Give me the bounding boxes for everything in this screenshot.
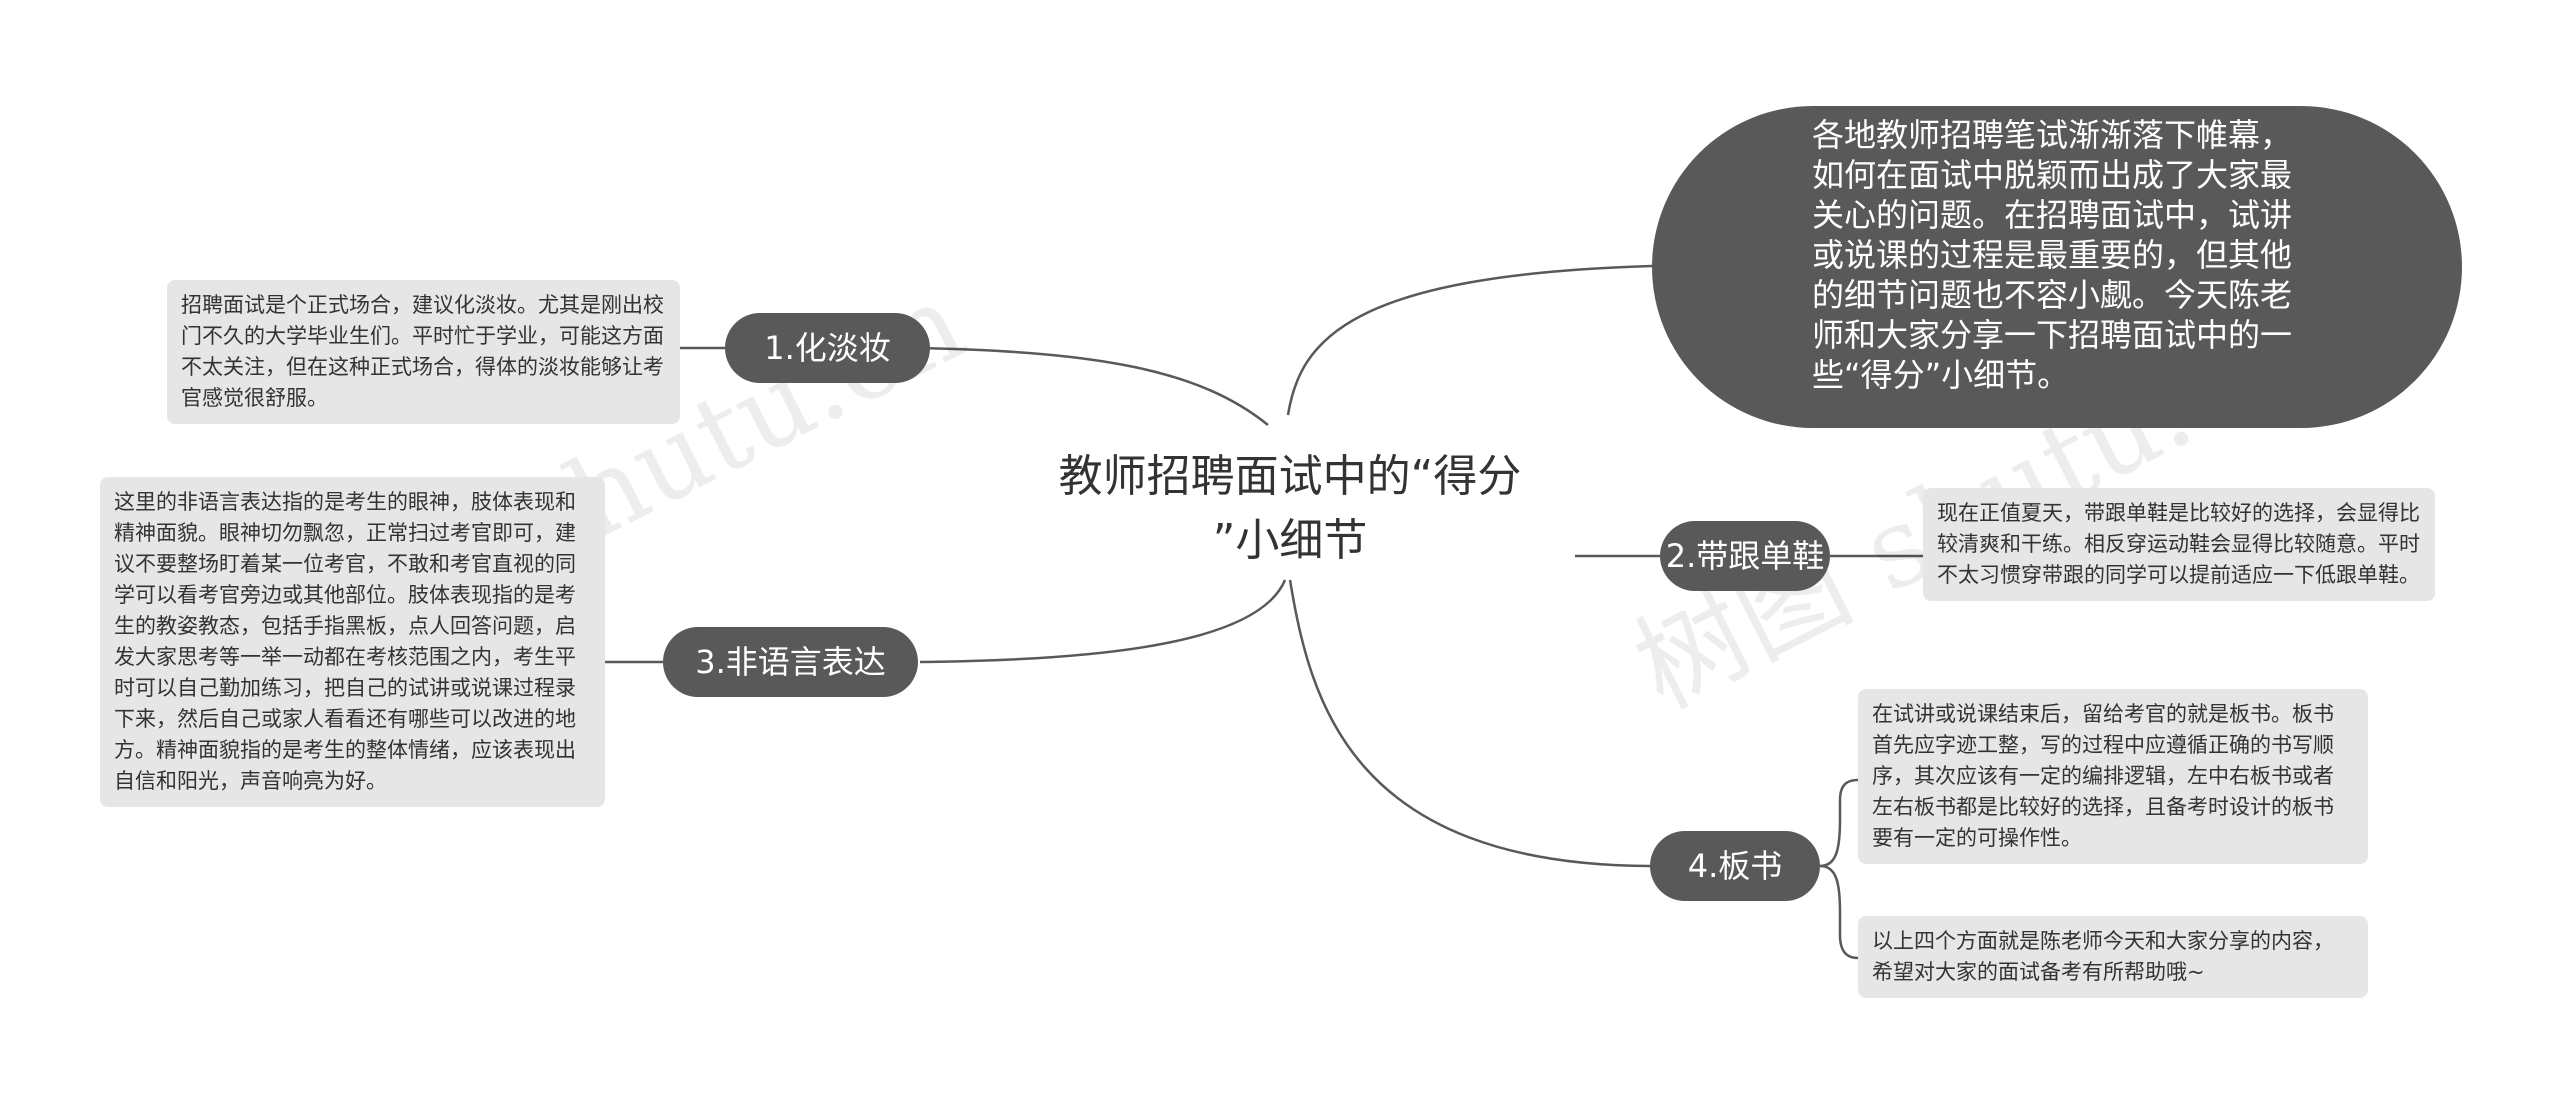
- branch-label: 1.化淡妆: [764, 329, 891, 367]
- leaf-note-closing[interactable]: 以上四个方面就是陈老师今天和大家分享的内容，希望对大家的面试备考有所帮助哦~: [1858, 916, 2368, 998]
- leaf-note-makeup[interactable]: 招聘面试是个正式场合，建议化淡妆。尤其是刚出校门不久的大学毕业生们。平时忙于学业…: [167, 280, 680, 424]
- branch-node-shoes[interactable]: 2.带跟单鞋: [1660, 521, 1830, 591]
- leaf-text: 招聘面试是个正式场合，建议化淡妆。尤其是刚出校门不久的大学毕业生们。平时忙于学业…: [181, 293, 664, 410]
- root-title-line2: ”小细节: [1212, 515, 1368, 566]
- leaf-note-nonverbal[interactable]: 这里的非语言表达指的是考生的眼神，肢体表现和精神面貌。眼神切勿飘忽，正常扫过考官…: [100, 477, 605, 807]
- branch-node-makeup[interactable]: 1.化淡妆: [725, 313, 930, 383]
- branch-node-blackboard[interactable]: 4.板书: [1650, 831, 1820, 901]
- leaf-note-shoes[interactable]: 现在正值夏天，带跟单鞋是比较好的选择，会显得比较清爽和干练。相反穿运动鞋会显得比…: [1923, 488, 2435, 601]
- connector-root-intro: [1286, 264, 1653, 416]
- leaf-text: 现在正值夏天，带跟单鞋是比较好的选择，会显得比较清爽和干练。相反穿运动鞋会显得比…: [1937, 501, 2420, 587]
- leaf-note-blackboard[interactable]: 在试讲或说课结束后，留给考官的就是板书。板书首先应字迹工整，写的过程中应遵循正确…: [1858, 689, 2368, 864]
- branch-label: 2.带跟单鞋: [1665, 537, 1825, 575]
- connector-branch4-bracket: [1819, 778, 1859, 868]
- connector-root-branch4: [1288, 579, 1651, 868]
- branch-label: 3.非语言表达: [695, 643, 886, 681]
- connector-root-branch3: [919, 579, 1287, 664]
- root-topic[interactable]: 教师招聘面试中的“得分 ”小细节: [1030, 445, 1550, 573]
- leaf-text: 以上四个方面就是陈老师今天和大家分享的内容，希望对大家的面试备考有所帮助哦~: [1872, 929, 2334, 984]
- leaf-text: 这里的非语言表达指的是考生的眼神，肢体表现和精神面貌。眼神切勿飘忽，正常扫过考官…: [114, 490, 576, 793]
- intro-text: 各地教师招聘笔试渐渐落下帷幕，如何在面试中脱颖而出成了大家最关心的问题。在招聘面…: [1812, 116, 2293, 394]
- branch-label: 4.板书: [1687, 847, 1783, 885]
- branch-node-nonverbal[interactable]: 3.非语言表达: [663, 627, 918, 697]
- root-title-line1: 教师招聘面试中的“得分: [1058, 451, 1522, 502]
- intro-bubble[interactable]: 各地教师招聘笔试渐渐落下帷幕，如何在面试中脱颖而出成了大家最关心的问题。在招聘面…: [1652, 106, 2462, 428]
- connector-root-branch1: [919, 346, 1269, 426]
- connector-branch4-bracket-lower: [1819, 864, 1859, 960]
- leaf-text: 在试讲或说课结束后，留给考官的就是板书。板书首先应字迹工整，写的过程中应遵循正确…: [1872, 702, 2334, 850]
